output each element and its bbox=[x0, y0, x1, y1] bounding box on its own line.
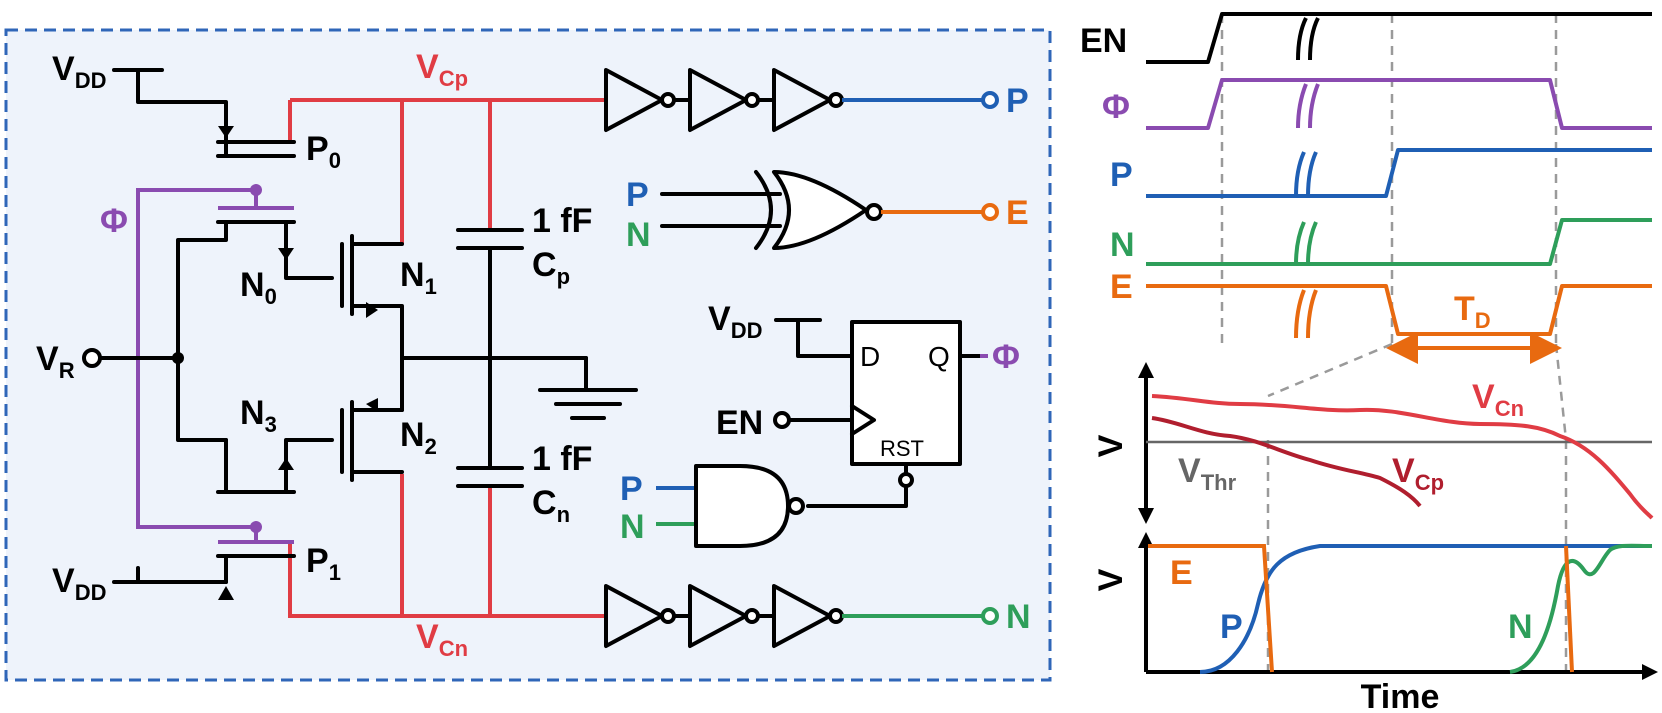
out-n-label: N bbox=[1006, 598, 1031, 636]
n3-arrow bbox=[278, 458, 294, 470]
n2-label: N2 bbox=[400, 416, 437, 459]
vdd-top-label: VDD bbox=[52, 50, 106, 93]
ff-d-label: D bbox=[860, 341, 880, 372]
ff-rst-label: RST bbox=[880, 436, 924, 461]
time-xlabel: Time bbox=[1361, 678, 1440, 713]
timing-guides bbox=[1220, 14, 1568, 672]
timing-label-n: N bbox=[1110, 226, 1135, 264]
p1-arrow bbox=[218, 586, 234, 600]
n0-arrow bbox=[278, 248, 294, 260]
xnor-in-n-label: N bbox=[626, 216, 651, 254]
ff-out-phi-label: Φ bbox=[992, 338, 1020, 376]
wave-en bbox=[1146, 12, 1652, 64]
vr-terminal bbox=[82, 348, 102, 368]
n0-label: N0 bbox=[240, 266, 277, 309]
td-label: TD bbox=[1454, 290, 1491, 333]
vcn-plot-label: VCn bbox=[1472, 378, 1524, 421]
wave-p bbox=[1146, 148, 1652, 198]
inverter-chain-bottom bbox=[604, 584, 999, 648]
phi-dot-top bbox=[250, 184, 262, 196]
nand-gate bbox=[656, 464, 805, 548]
cap-bottom-value: 1 fF bbox=[532, 440, 592, 478]
vcn-label: VCn bbox=[416, 618, 468, 661]
en-label: EN bbox=[716, 404, 763, 442]
e-response-curve bbox=[1148, 544, 1274, 673]
e-fall-curve bbox=[1564, 545, 1574, 673]
xnor-gate bbox=[660, 170, 999, 250]
vdd-bottom-label: VDD bbox=[52, 562, 106, 605]
n2-arrow bbox=[366, 398, 378, 412]
analog-top-plot: V VThr VCn VCp bbox=[1092, 362, 1654, 524]
vcn-curve bbox=[1151, 394, 1654, 520]
circuit-panel: VDD VDD VDD VR Φ P0 P1 N0 N1 N2 N3 VCp V… bbox=[4, 28, 1052, 682]
p-plot-label: P bbox=[1220, 608, 1243, 646]
vthr-label: VThr bbox=[1178, 452, 1237, 495]
wave-n bbox=[1146, 218, 1652, 266]
circuit-labels: VDD VDD VDD VR Φ P0 P1 N0 N1 N2 N3 VCp V… bbox=[36, 48, 1031, 661]
vcp-curve bbox=[1151, 416, 1422, 508]
phi-label: Φ bbox=[100, 202, 128, 240]
analog-top-labels: V VThr VCn VCp bbox=[1092, 378, 1524, 495]
p1-label: P1 bbox=[306, 542, 341, 585]
phi-dot-bottom bbox=[250, 521, 262, 533]
timing-break-marks bbox=[1294, 17, 1320, 339]
p0-label: P0 bbox=[306, 130, 341, 173]
nand-in-n-label: N bbox=[620, 508, 645, 546]
ff-pin-labels: D Q RST bbox=[860, 341, 950, 461]
e-plot-label: E bbox=[1170, 554, 1193, 592]
vr-junction bbox=[172, 352, 184, 364]
xnor-in-p-label: P bbox=[626, 176, 649, 214]
d-flip-flop bbox=[773, 318, 988, 508]
out-p-label: P bbox=[1006, 82, 1029, 120]
analog-bottom-plot: V E P N Time bbox=[1092, 532, 1658, 713]
cap-top-label: Cp bbox=[532, 246, 570, 289]
analog-bottom-labels: V E P N Time bbox=[1092, 554, 1533, 713]
timing-label-phi: Φ bbox=[1102, 88, 1130, 126]
analog-top-ylabel: V bbox=[1092, 434, 1130, 457]
out-e-label: E bbox=[1006, 194, 1029, 232]
analog-bottom-ylabel: V bbox=[1092, 568, 1130, 591]
inverter-chain-top bbox=[604, 68, 999, 132]
n3-label: N3 bbox=[240, 394, 277, 437]
n-plot-label: N bbox=[1508, 608, 1533, 646]
timing-label-p: P bbox=[1110, 156, 1133, 194]
wave-phi bbox=[1146, 78, 1652, 130]
ff-q-label: Q bbox=[928, 341, 950, 372]
n1-label: N1 bbox=[400, 256, 437, 299]
timing-label-e: E bbox=[1110, 268, 1133, 306]
nand-in-p-label: P bbox=[620, 470, 643, 508]
n-response-curve bbox=[1509, 543, 1653, 674]
n1-arrow bbox=[366, 302, 378, 318]
vr-label: VR bbox=[36, 340, 75, 383]
vcp-vcn-wires bbox=[288, 98, 606, 618]
vcp-label: VCp bbox=[416, 48, 468, 91]
vcp-plot-label: VCp bbox=[1392, 452, 1444, 495]
cap-top-value: 1 fF bbox=[532, 202, 592, 240]
cap-bottom-label: Cn bbox=[532, 484, 570, 527]
timing-label-en: EN bbox=[1080, 22, 1127, 60]
p-response-curve bbox=[1199, 544, 1652, 674]
vdd-ff-label: VDD bbox=[708, 300, 762, 343]
timing-labels: EN Φ P N E TD bbox=[1080, 22, 1491, 333]
p0-arrow bbox=[218, 126, 234, 138]
timing-diagram: EN Φ P N E TD bbox=[1080, 12, 1652, 672]
